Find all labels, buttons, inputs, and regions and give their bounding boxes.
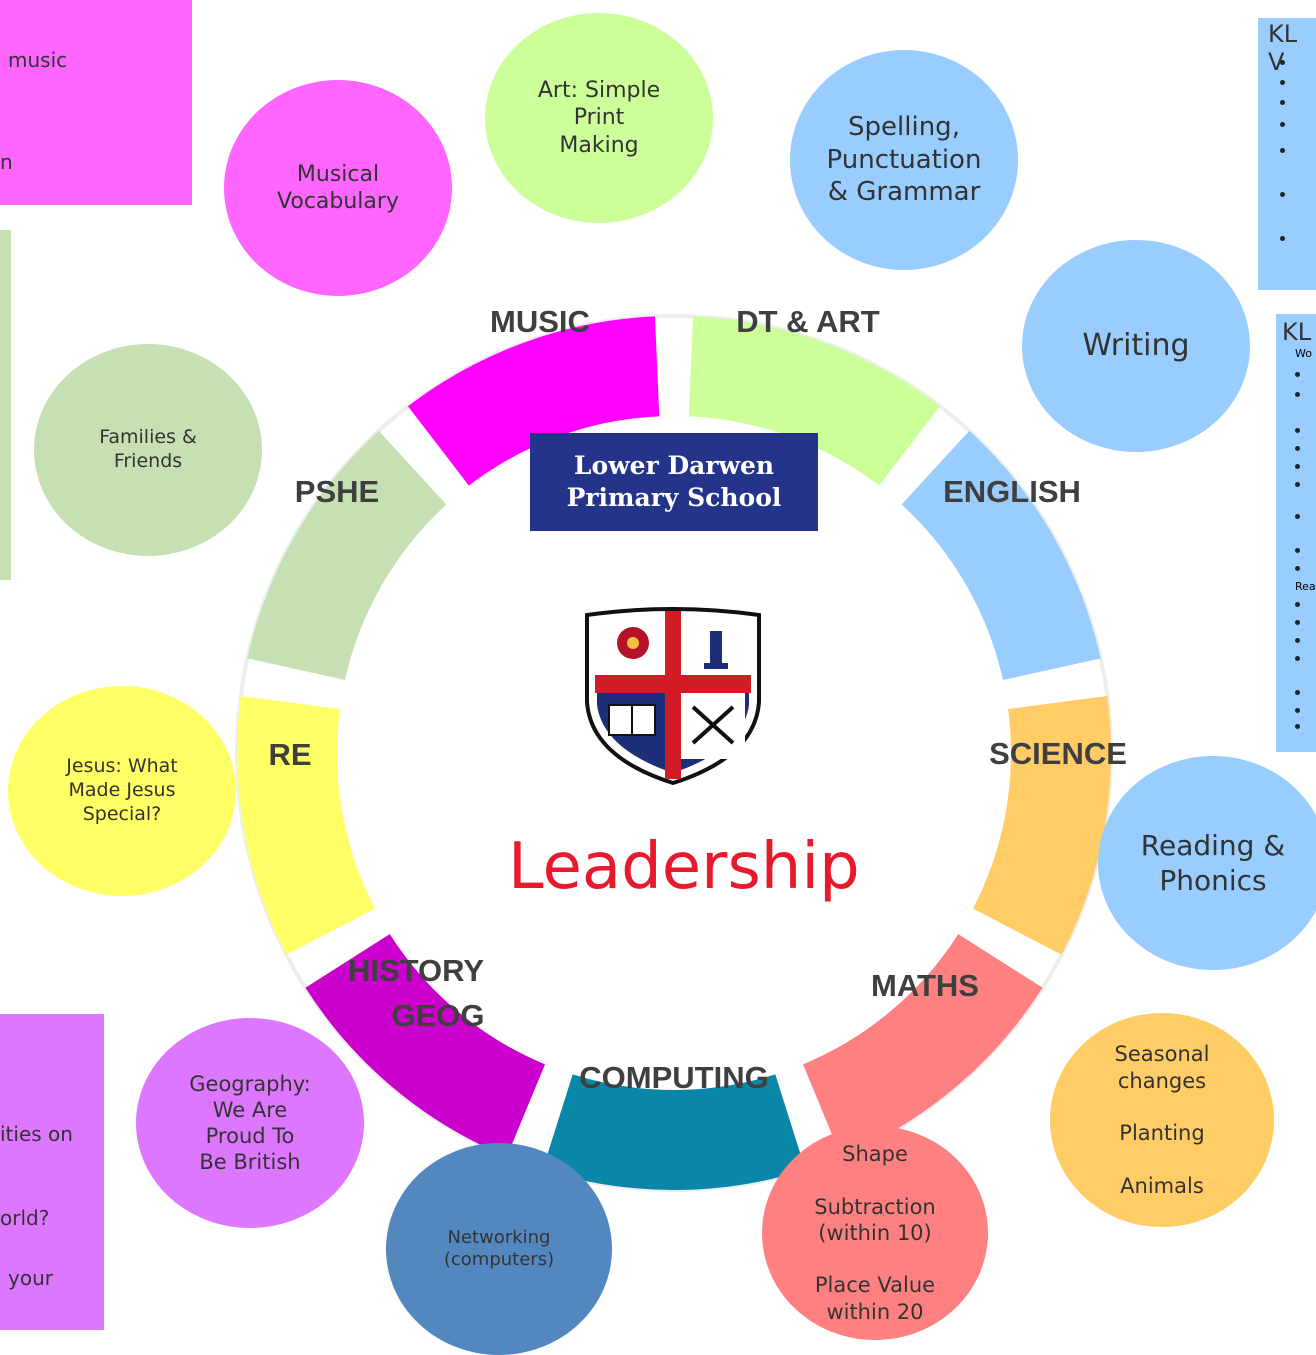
segment-label: ENGLISH [943,474,1081,509]
geog-panel-text-2: orld? [0,1206,50,1230]
bubble-label: Families & Friends [99,426,197,472]
music-panel-text-2: n [0,150,13,174]
musical-vocabulary-bubble[interactable]: Musical Vocabulary [224,80,452,296]
bubble-label: Seasonal changes Planting Animals [1114,1042,1210,1198]
geog-panel-text-1: ities on [0,1122,73,1146]
segment-label: RE [268,737,311,772]
segment-label: SCIENCE [989,736,1127,771]
bubble-label: Reading & Phonics [1140,829,1286,897]
geography-bubble[interactable]: Geography: We Are Proud To Be British [136,1018,364,1228]
pshe-topic-bubble[interactable]: Families & Friends [34,344,262,556]
bubble-label: Jesus: What Made Jesus Special? [66,755,178,825]
segment-label: HISTORY [348,953,484,988]
segment-label-line-2: GEOG [391,998,484,1033]
bubble-label: Shape Subtraction (within 10) Place Valu… [814,1142,936,1324]
kl-reading-panel [1276,314,1316,752]
school-name-line-2: Primary School [566,483,782,512]
segment-label: MUSIC [490,304,590,339]
leadership-title: Leadership [508,830,860,904]
wheel-segment-pshe[interactable] [247,430,447,681]
spag-bubble[interactable]: Spelling, Punctuation & Grammar [790,50,1018,270]
kl-reading-heading-2: Rea [1295,580,1316,593]
segment-label: COMPUTING [579,1060,768,1095]
segment-label: PSHE [295,474,379,509]
school-logo: Lower Darwen Primary School [530,433,818,531]
bubble-label: Writing [1082,328,1190,364]
maths-topics-bubble[interactable]: Shape Subtraction (within 10) Place Valu… [762,1126,988,1340]
wheel-segment-english[interactable] [901,430,1101,681]
wheel-segment-re[interactable] [237,695,376,955]
bubble-label: Geography: We Are Proud To Be British [189,1071,311,1175]
art-print-making-bubble[interactable]: Art: Simple Print Making [485,13,713,223]
wheel-segment-history[interactable] [305,934,546,1157]
bubble-label: Spelling, Punctuation & Grammar [826,112,982,208]
wheel-segment-maths[interactable] [802,934,1043,1157]
wheel-segment-computing[interactable] [542,1074,806,1190]
science-topics-bubble[interactable]: Seasonal changes Planting Animals [1050,1013,1274,1227]
music-knowledge-panel [0,0,192,205]
kl-reading-title: KL [1282,318,1312,346]
geography-knowledge-panel [0,1014,104,1330]
bubble-label: Networking (computers) [443,1226,555,1271]
segment-label: DT & ART [736,304,880,339]
kl-writing-panel [1258,18,1316,290]
wheel-segment-science[interactable] [972,695,1111,955]
bubble-label: Art: Simple Print Making [537,77,661,158]
music-panel-text-1: music [8,48,68,72]
re-topic-bubble[interactable]: Jesus: What Made Jesus Special? [8,686,236,896]
reading-phonics-bubble[interactable]: Reading & Phonics [1098,756,1316,970]
wheel-segment-music[interactable] [407,316,660,486]
wheel-segment-dt-art[interactable] [688,316,941,486]
segment-label: MATHS [871,968,979,1003]
school-crest-icon [585,607,761,786]
kl-reading-heading-1: Wo [1295,347,1312,360]
school-name-line-1: Lower Darwen [573,450,775,480]
kl-writing-title: KL V [1268,20,1298,76]
geog-panel-text-3: your [8,1266,53,1290]
pshe-knowledge-panel [0,230,11,580]
bubble-label: Musical Vocabulary [277,161,399,215]
writing-bubble[interactable]: Writing [1022,240,1250,452]
networking-bubble[interactable]: Networking (computers) [386,1143,612,1355]
